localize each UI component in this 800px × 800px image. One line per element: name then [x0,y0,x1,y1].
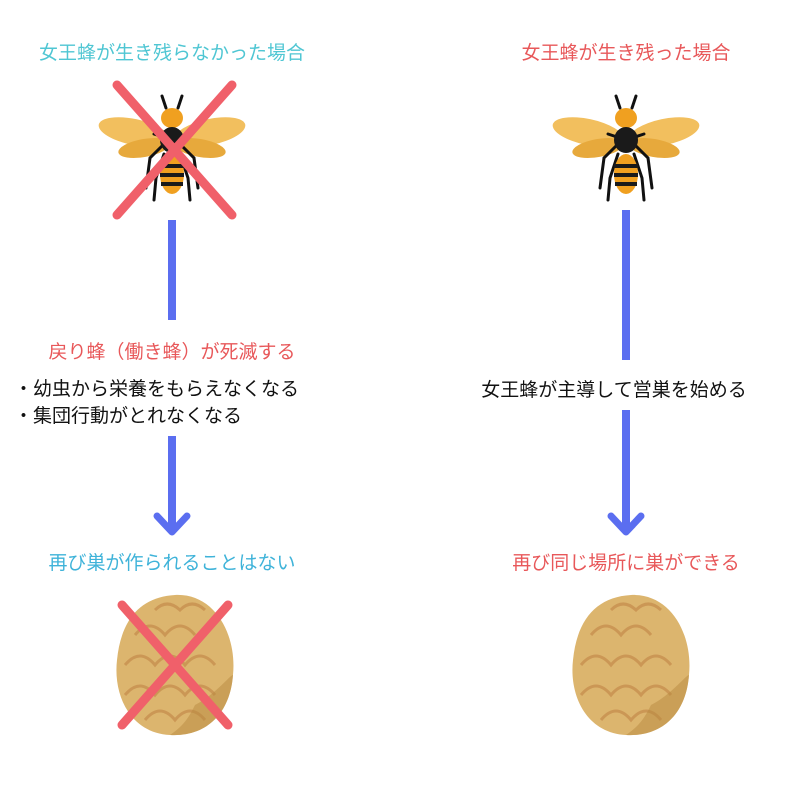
left-title: 女王蜂が生き残らなかった場合 [38,42,306,64]
hornet-icon [548,94,704,202]
right-result: 再び同じ場所に巣ができる [512,552,740,574]
left-step1: 戻り蜂（働き蜂）が死滅する [48,341,296,363]
right-title: 女王蜂が生き残った場合 [521,42,731,64]
left-result: 再び巣が作られることはない [48,552,296,574]
hornet-crossed-icon [94,80,250,220]
nest-crossed-icon [114,593,235,737]
left-bullet-2: ・集団行動がとれなくなる [14,405,243,427]
right-step1: 女王蜂が主導して営巣を始める [481,379,747,401]
arrow-down-icon [607,410,645,536]
connector-line [168,220,176,320]
arrow-down-icon [153,436,191,536]
nest-icon [570,593,691,737]
connector-line [622,210,630,360]
left-bullet-1: ・幼虫から栄養をもらえなくなる [14,378,300,400]
